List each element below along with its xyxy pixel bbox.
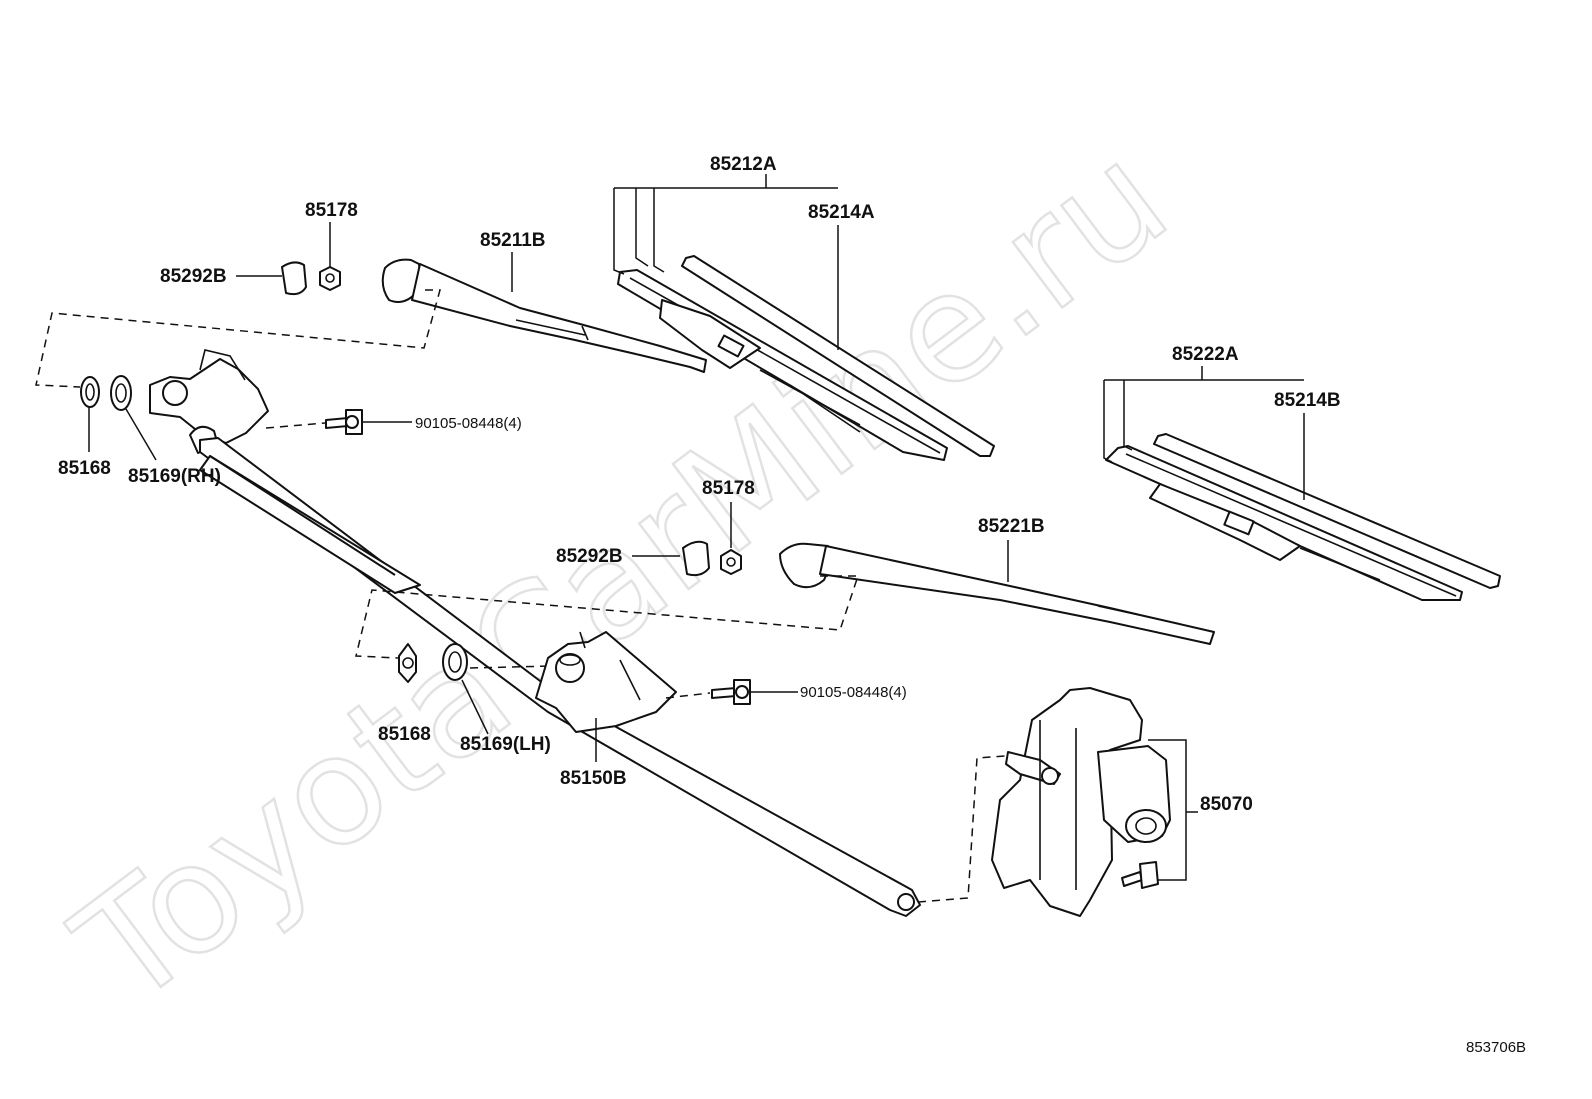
connector-bolt-lh [665,692,711,699]
seal-85169-rh[interactable] [110,375,132,411]
cap-85292b-top[interactable] [281,261,307,296]
nut-85178-top[interactable] [319,266,341,291]
watermark-text: ToyotaCarMine.ru [46,111,1198,1039]
label-85150b: 85150B [560,768,627,789]
connector-motor-crank [917,755,1006,903]
label-85292b-mid: 85292B [556,546,623,567]
connector-bolt-rh [265,422,326,429]
wiper-blade-85222a[interactable] [1105,445,1463,601]
wiper-blade-85212a[interactable] [617,269,948,461]
cap-85292b-mid[interactable] [682,540,710,577]
wiper-refill-85214b[interactable] [1153,433,1501,589]
seal-85169-lh[interactable] [442,643,468,681]
label-85070: 85070 [1200,794,1253,815]
label-85169-rh: 85169(RH) [128,466,221,487]
pivot-rh[interactable] [149,349,269,454]
leader-lines [88,174,1305,881]
washer-85168-lh[interactable] [398,643,417,683]
nut-85178-mid[interactable] [720,549,742,575]
bolt-90105-rh[interactable] [325,409,363,435]
label-85169-lh: 85169(LH) [460,734,551,755]
wiper-motor-85070[interactable] [991,687,1171,917]
label-85292b-top: 85292B [160,266,227,287]
label-85168-lh: 85168 [378,724,431,745]
label-85222a: 85222A [1172,344,1239,365]
bolt-90105-lh[interactable] [711,679,751,705]
label-85214a: 85214A [808,202,875,223]
wiper-refill-85214a[interactable] [681,255,995,457]
connector-lh-arm [355,575,860,659]
label-85214b: 85214B [1274,390,1341,411]
label-85221b: 85221B [978,516,1045,537]
label-85212a: 85212A [710,154,777,175]
label-90105-rh: 90105-08448(4) [415,415,522,432]
diagram-code: 853706B [1466,1039,1526,1056]
label-85178-mid: 85178 [702,478,755,499]
wiper-link-85150b[interactable] [199,437,921,917]
wiper-arm-85211b[interactable] [381,258,707,373]
bolt-motor[interactable] [1121,861,1159,889]
label-90105-lh: 90105-08448(4) [800,684,907,701]
label-85211b: 85211B [480,230,546,251]
label-85168-rh: 85168 [58,458,111,479]
wiper-arm-85221b[interactable] [779,542,1215,645]
washer-85168-rh[interactable] [80,376,100,408]
label-85178-top: 85178 [305,200,358,221]
pivot-lh[interactable] [535,631,677,733]
